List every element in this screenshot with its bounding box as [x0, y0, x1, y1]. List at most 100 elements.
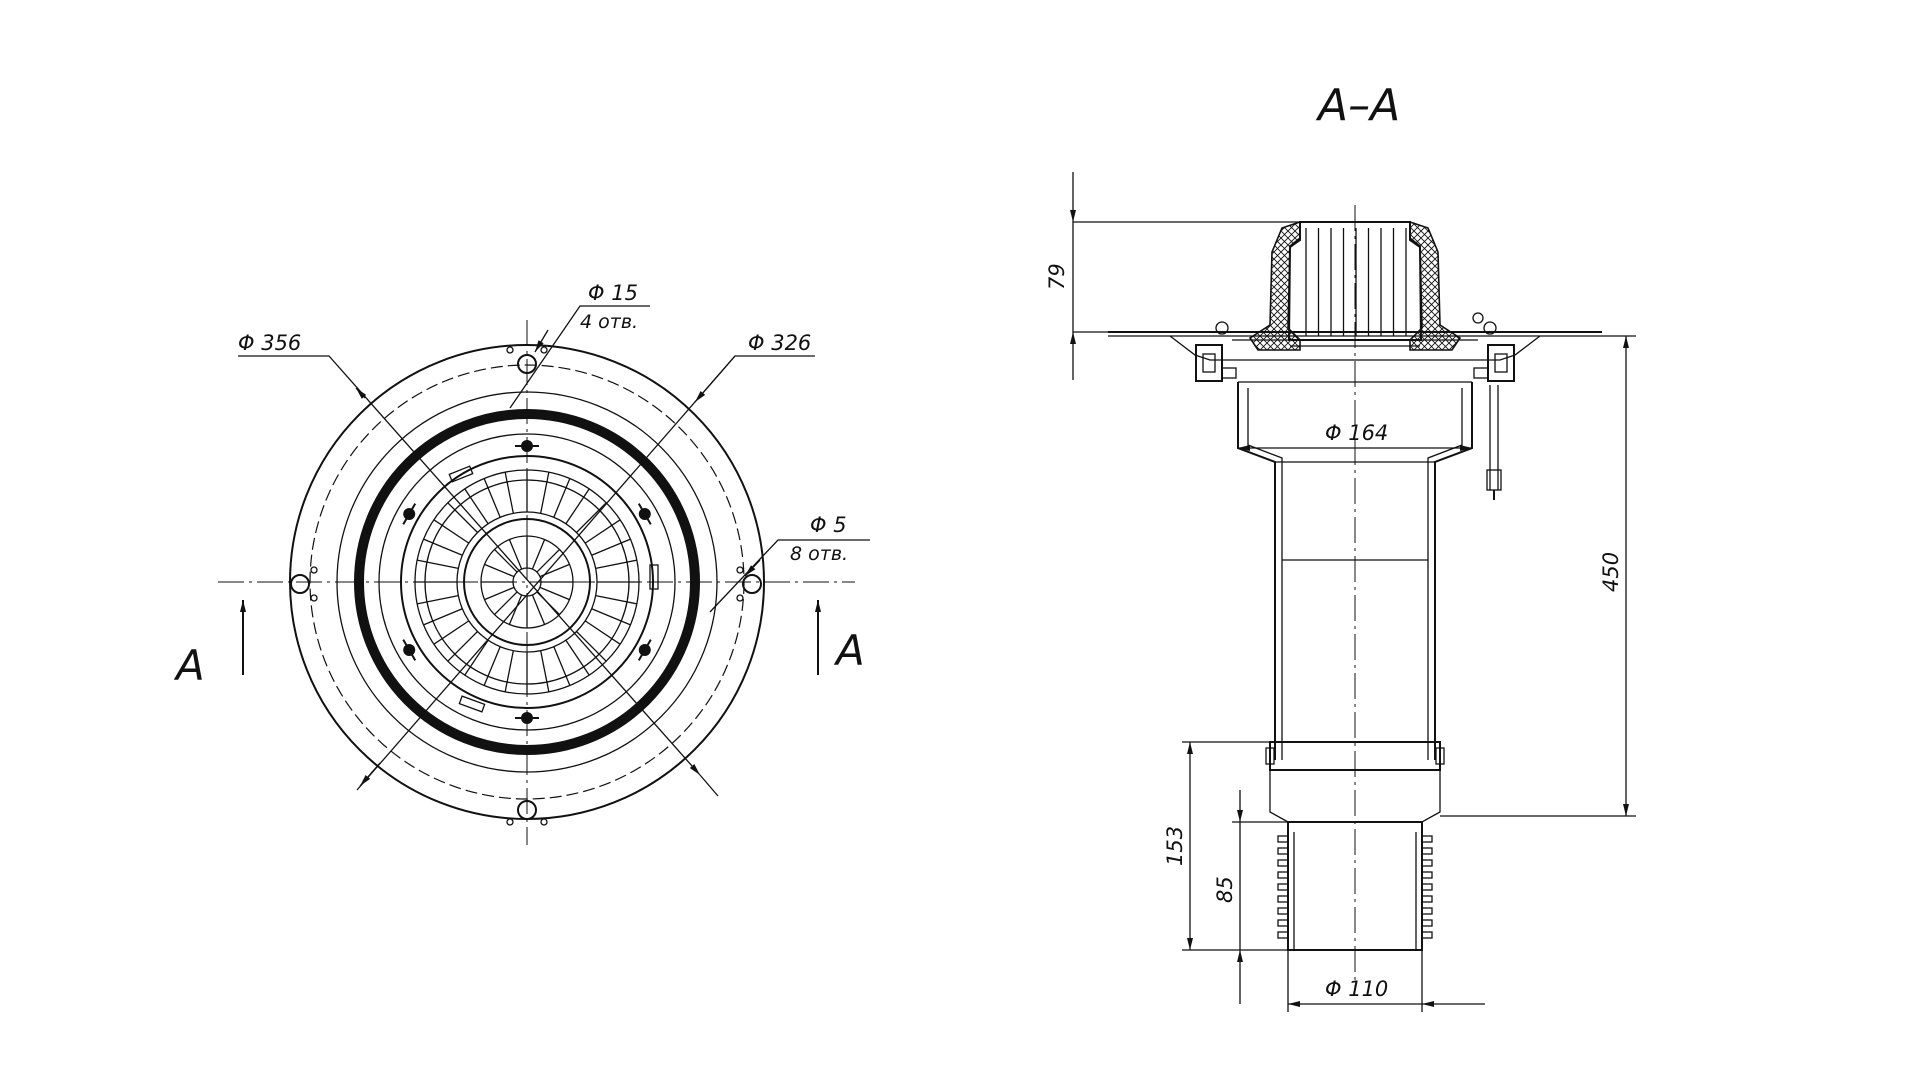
clamp-left [1195, 344, 1237, 382]
grate-rib [433, 620, 470, 645]
dimension-spigot-length: 85 [1213, 790, 1288, 1004]
label-small-hole-count: 8 отв. [790, 543, 848, 565]
section-letter-left: A [173, 641, 205, 690]
grate-tab [458, 695, 486, 713]
label-body-diameter: Φ 164 [1325, 421, 1388, 445]
dome-spoke [494, 591, 518, 615]
grate-rib [417, 595, 459, 605]
grate-rib [447, 631, 478, 662]
grate-rib [464, 488, 489, 525]
outlet-spigot [1277, 821, 1433, 951]
small-hole [310, 566, 318, 574]
clamping-ring [354, 409, 700, 755]
roof-flange [1108, 331, 1602, 361]
label-cap-height: 79 [1045, 263, 1069, 290]
section-letter-right: A [833, 626, 865, 675]
label-spigot-length: 85 [1213, 876, 1237, 903]
gasket-rib [1277, 847, 1289, 855]
grate-rib [417, 559, 459, 569]
label-outlet-diameter: Φ 110 [1325, 977, 1388, 1001]
grate-rib [595, 559, 637, 569]
gasket-rib [1277, 871, 1289, 879]
dome-spoke [539, 586, 570, 601]
small-hole [310, 594, 318, 602]
grate-rib [423, 608, 463, 626]
label-ring-diameter: Φ 326 [748, 331, 811, 355]
large-hole [517, 800, 537, 820]
grate-rib [576, 631, 607, 662]
clamp-screw-wing [402, 503, 417, 525]
grate-rib [504, 650, 514, 692]
large-hole [742, 574, 762, 594]
clamp-screws [402, 440, 652, 724]
grate-rib [591, 538, 631, 556]
gasket-rib [1421, 847, 1433, 855]
grate-rib [553, 478, 571, 518]
drain-body [1237, 381, 1473, 760]
leaf-guard [400, 440, 659, 724]
heating-cable [1486, 385, 1502, 500]
dimension-body-diameter: Φ 164 [1238, 421, 1472, 451]
gasket-rib [1277, 859, 1289, 867]
grate-rib [584, 620, 621, 645]
dimension-small-hole: Φ 5 8 отв. [709, 513, 870, 613]
grate-rib [433, 519, 470, 544]
grate-rib [591, 608, 631, 626]
large-hole [517, 354, 537, 374]
dome-spoke [484, 563, 515, 578]
large-hole [290, 574, 310, 594]
gasket-rib [1421, 895, 1433, 903]
clamp-screw-wing [402, 639, 417, 661]
grate-rib [447, 502, 478, 533]
section-marker-right: A [815, 600, 865, 675]
dimension-cap-height: 79 [1045, 172, 1300, 380]
small-hole [506, 818, 514, 826]
gasket-rib [1421, 871, 1433, 879]
grate-rib [423, 538, 463, 556]
dome-spokes [481, 536, 573, 628]
top-screws [1215, 312, 1497, 341]
grate-rib [584, 519, 621, 544]
dome-spoke [536, 549, 560, 573]
grate-rib [483, 646, 501, 686]
clamp-screw-wing [637, 503, 652, 525]
dimension-outlet-length: 153 [1163, 741, 1288, 951]
dimension-total-height: 450 [1440, 335, 1636, 817]
gasket-rib [1277, 919, 1289, 927]
label-large-hole-count: 4 отв. [580, 311, 638, 333]
label-small-hole: Φ 5 [810, 513, 847, 537]
grate-tab [448, 465, 474, 483]
grate-rib [565, 639, 590, 676]
label-large-hole: Φ 15 [588, 281, 638, 305]
small-hole [736, 566, 744, 574]
grate-rib [553, 646, 571, 686]
gasket-rib [1421, 907, 1433, 915]
dimension-large-hole: Φ 15 4 отв. [509, 281, 650, 409]
grate-rib [576, 502, 607, 533]
gasket-rib [1277, 835, 1289, 843]
dimension-ring-diameter: Φ 326 [356, 331, 815, 791]
gasket-rib [1277, 931, 1289, 939]
grate-rib [483, 478, 501, 518]
gasket-rib [1421, 931, 1433, 939]
dome-spoke [508, 539, 523, 570]
dome-grille [1287, 221, 1423, 347]
clamp-right [1473, 344, 1515, 382]
dome-spoke [494, 549, 518, 573]
cap-hatched-left [1248, 220, 1301, 351]
grate-rib [595, 595, 637, 605]
label-outer-diameter: Φ 356 [238, 331, 301, 355]
small-hole [540, 818, 548, 826]
gasket-rib [1421, 883, 1433, 891]
section-view: A–A [1045, 80, 1636, 1012]
cap-hatched-right [1409, 220, 1462, 351]
flange-inner-circle [336, 391, 718, 773]
grate-rib [504, 472, 514, 514]
grate-tab [649, 564, 659, 590]
gasket-rib [1421, 859, 1433, 867]
ring-inner-edge [378, 433, 676, 731]
small-hole [506, 346, 514, 354]
grate-rib [565, 488, 590, 525]
dimension-outlet-diameter: Φ 110 [1287, 950, 1485, 1012]
